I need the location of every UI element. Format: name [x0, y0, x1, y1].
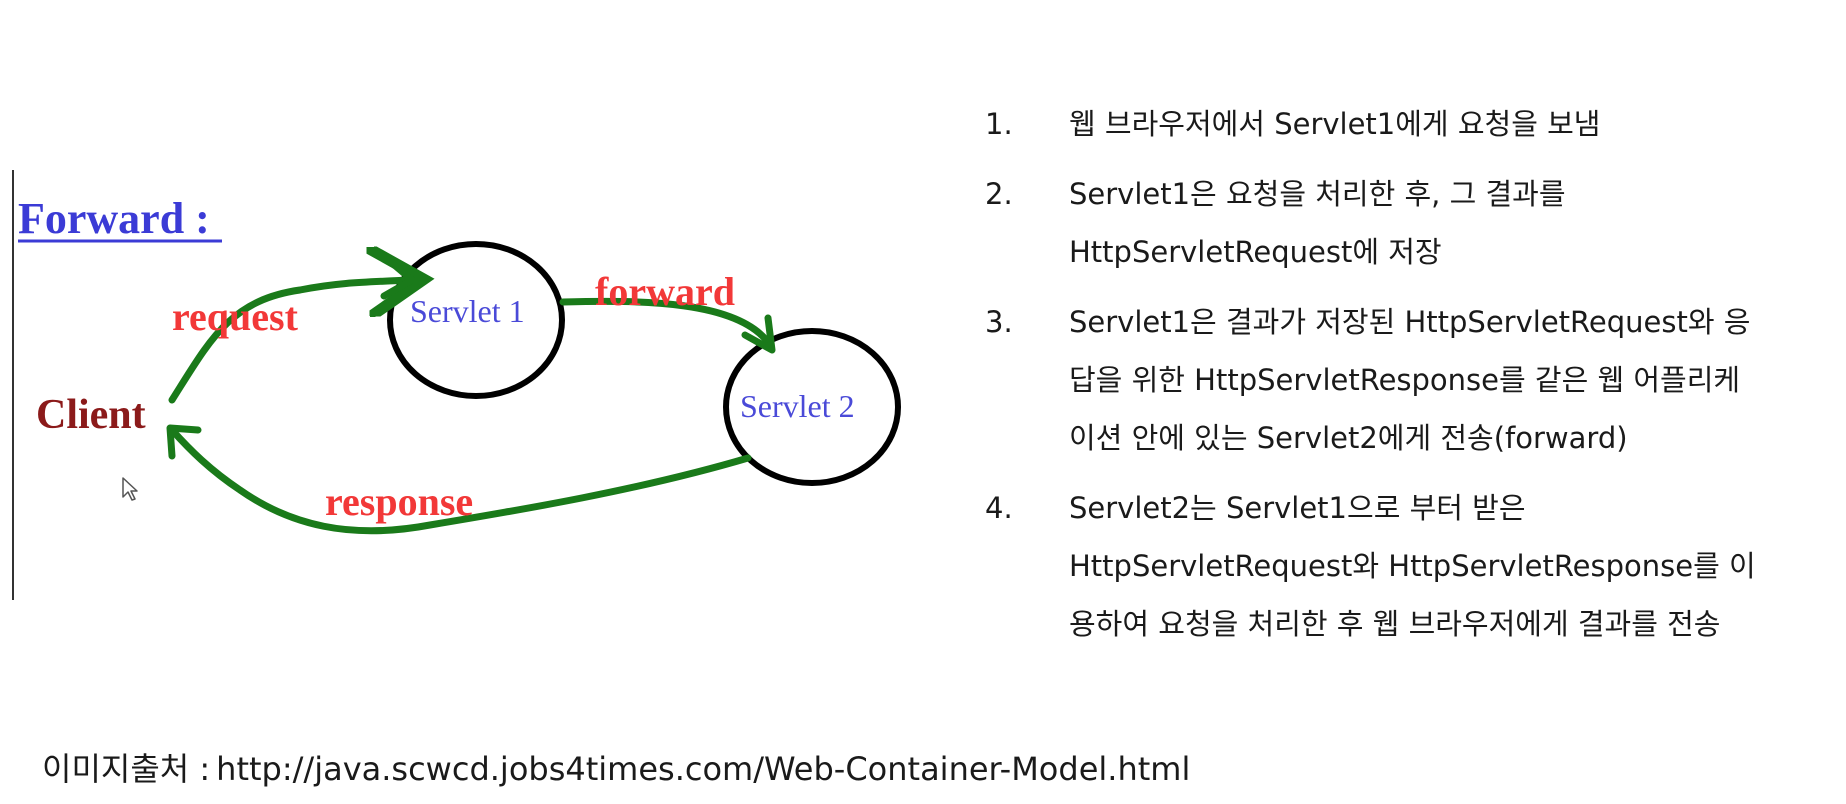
request-label: request	[172, 294, 299, 339]
forward-label: forward	[595, 269, 735, 314]
diagram-title: Forward :	[18, 194, 210, 243]
step-item: 1. 웹 브라우저에서 Servlet1에게 요청을 보냄	[985, 95, 1825, 153]
request-arrow	[168, 280, 410, 404]
step-text: Servlet2는 Servlet1으로 부터 받은	[1069, 491, 1526, 525]
step-text: 이션 안에 있는 Servlet2에게 전송(forward)	[1069, 421, 1628, 455]
servlet2-label: Servlet 2	[740, 388, 855, 424]
servlet1-node	[387, 241, 565, 399]
caption-url[interactable]: http://java.scwcd.jobs4times.com/Web-Con…	[216, 750, 1191, 788]
step-text: 웹 브라우저에서 Servlet1에게 요청을 보냄	[1069, 107, 1601, 141]
servlet1-label: Servlet 1	[410, 293, 525, 329]
servlet2-node	[723, 328, 901, 486]
forward-arrowhead	[741, 314, 776, 354]
response-label: response	[325, 479, 473, 524]
step-number: 4.	[985, 491, 1013, 525]
client-label: Client	[36, 392, 146, 438]
step-text: Servlet1은 요청을 처리한 후, 그 결과를	[1069, 177, 1566, 211]
step-text: 용하여 요청을 처리한 후 웹 브라우저에게 결과를 전송	[1069, 607, 1721, 641]
step-number: 1.	[985, 107, 1013, 141]
caption-label: 이미지출처 :	[42, 750, 211, 788]
step-item: 2. Servlet1은 요청을 처리한 후, 그 결과를 HttpServle…	[985, 165, 1825, 281]
mouse-cursor-icon	[122, 477, 138, 501]
image-source-caption: 이미지출처 :http://java.scwcd.jobs4times.com/…	[42, 744, 1190, 790]
slide-left-border	[12, 170, 14, 600]
step-number: 3.	[985, 305, 1013, 339]
response-arrow	[168, 426, 752, 535]
response-arrowhead	[166, 424, 202, 460]
step-item: 4. Servlet2는 Servlet1으로 부터 받은 HttpServle…	[985, 479, 1825, 653]
step-text: Servlet1은 결과가 저장된 HttpServletRequest와 응	[1069, 305, 1751, 339]
step-list: 1. 웹 브라우저에서 Servlet1에게 요청을 보냄 2. Servlet…	[985, 95, 1825, 665]
step-text: HttpServletRequest에 저장	[1069, 235, 1442, 269]
step-item: 3. Servlet1은 결과가 저장된 HttpServletRequest와…	[985, 293, 1825, 467]
step-text: HttpServletRequest와 HttpServletResponse를…	[1069, 549, 1756, 583]
step-text: 답을 위한 HttpServletResponse를 같은 웹 어플리케	[1069, 363, 1741, 397]
forward-arrow	[559, 297, 774, 349]
request-arrowhead-extra	[380, 254, 416, 300]
step-number: 2.	[985, 177, 1013, 211]
